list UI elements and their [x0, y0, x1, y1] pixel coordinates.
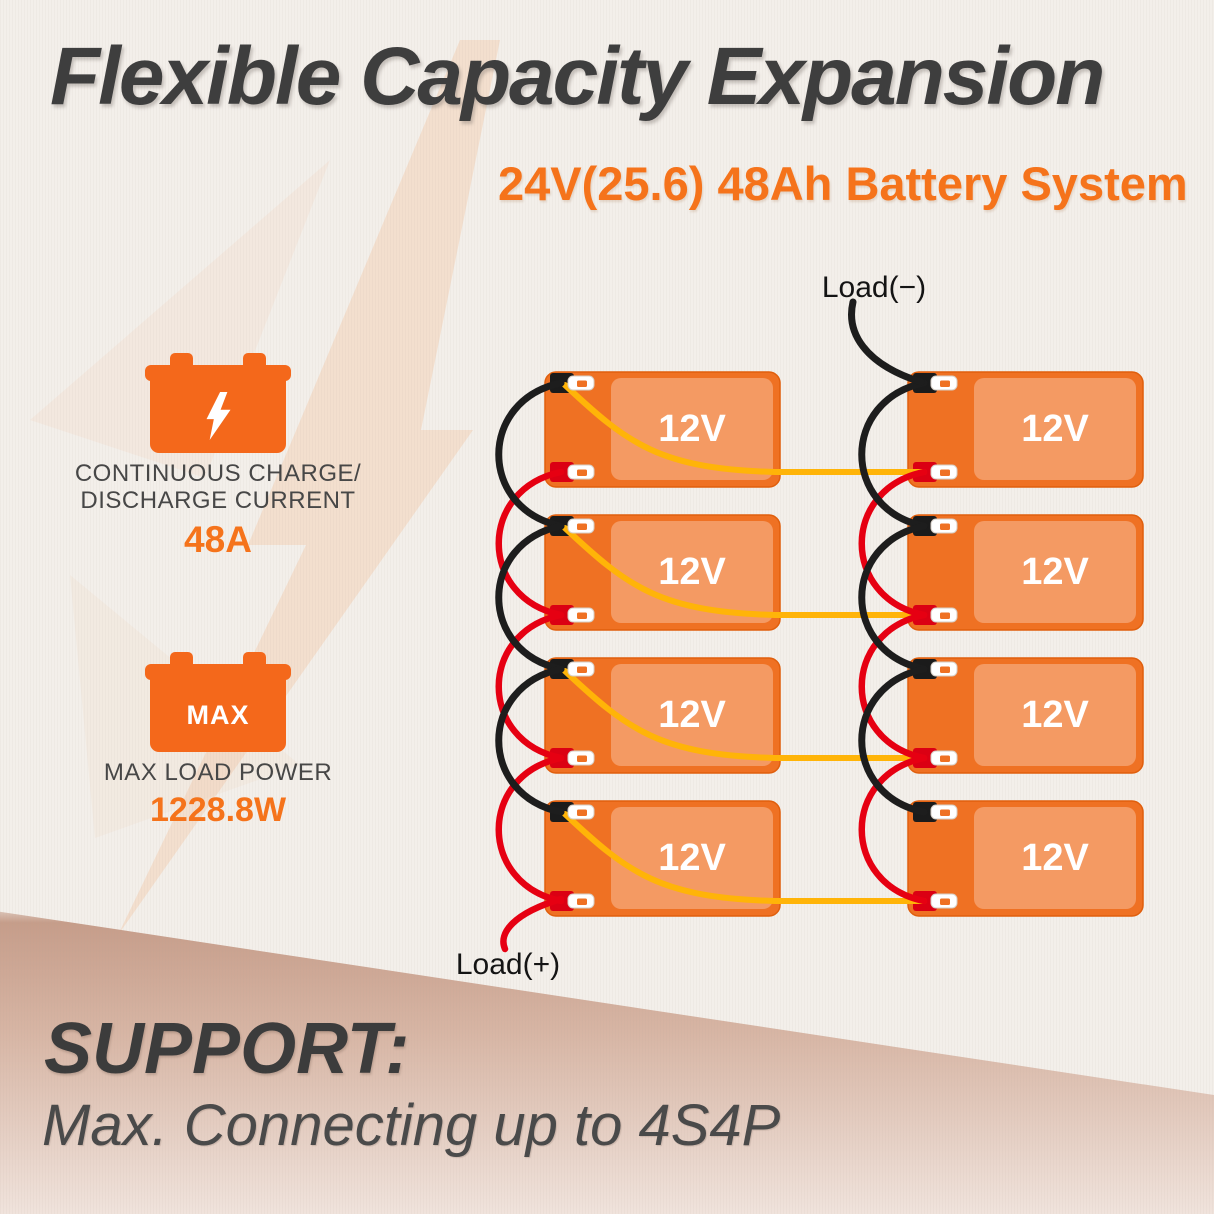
- wire-link: [562, 382, 927, 475]
- spec-charge-label: CONTINUOUS CHARGE/ DISCHARGE CURRENT: [52, 460, 384, 514]
- battery-voltage-label: 12V: [658, 551, 726, 593]
- wire-link: [562, 525, 927, 618]
- battery-voltage-label: 12V: [658, 408, 726, 450]
- battery-max-icon: MAX: [145, 652, 291, 752]
- wire-positive: [858, 468, 928, 619]
- wire-positive: [858, 611, 928, 762]
- spec-charge-value: 48A: [184, 519, 252, 560]
- wire-negative: [495, 379, 565, 530]
- spec-charge-label-line1: CONTINUOUS CHARGE/: [74, 460, 362, 487]
- spec-max-load-power: MAX MAX LOAD POWER 1228.8W: [52, 652, 384, 830]
- spec-power-value: 1228.8W: [149, 791, 287, 829]
- wire-negative: [495, 665, 565, 816]
- wire-positive: [495, 754, 565, 905]
- battery-cap: [145, 365, 291, 381]
- wire-link: [562, 811, 927, 904]
- wire-negative: [858, 522, 928, 673]
- wire-positive: [858, 754, 928, 905]
- battery-cap: [145, 664, 291, 680]
- battery-voltage-label: 12V: [1021, 694, 1089, 736]
- battery-voltage-label: 12V: [658, 837, 726, 879]
- page-title: Flexible Capacity Expansion: [50, 31, 1105, 122]
- battery-body: [150, 379, 286, 453]
- battery-bolt-icon: [145, 353, 291, 453]
- battery-voltage-label: 12V: [1021, 551, 1089, 593]
- wire-positive: [495, 611, 565, 762]
- spec-charge-current: CONTINUOUS CHARGE/ DISCHARGE CURRENT 48A: [52, 353, 384, 561]
- load-positive-label: Load(+): [456, 948, 560, 981]
- max-badge: MAX: [186, 699, 250, 730]
- battery-body: MAX: [150, 678, 286, 752]
- spec-power-label: MAX LOAD POWER: [103, 759, 333, 786]
- wire-negative: [495, 522, 565, 673]
- wire-positive: [495, 468, 565, 619]
- wire-link: [562, 668, 927, 761]
- wire-negative: [858, 379, 928, 530]
- lightning-bolt-icon: [206, 392, 231, 440]
- wire-load-positive: [500, 895, 565, 953]
- load-negative-label: Load(−): [822, 271, 926, 304]
- spec-charge-label-line2: DISCHARGE CURRENT: [80, 487, 356, 514]
- page-subtitle: 24V(25.6) 48Ah Battery System: [498, 157, 1188, 210]
- wire-negative: [858, 665, 928, 816]
- battery-voltage-label: 12V: [658, 694, 726, 736]
- wire-load-negative: [848, 298, 925, 386]
- support-text: Max. Connecting up to 4S4P: [42, 1093, 781, 1158]
- battery-voltage-label: 12V: [1021, 408, 1089, 450]
- battery-voltage-label: 12V: [1021, 837, 1089, 879]
- support-heading: SUPPORT:: [44, 1009, 410, 1089]
